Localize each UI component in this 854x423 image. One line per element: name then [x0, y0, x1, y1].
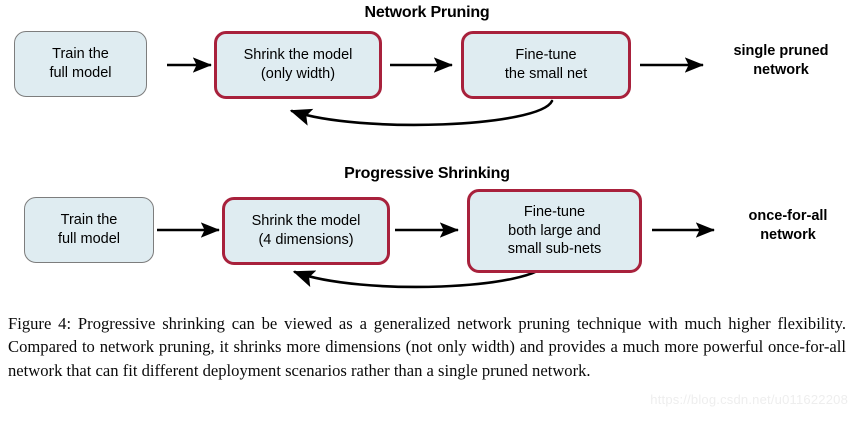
node-row1-train-full-model[interactable]: Train the full model: [14, 31, 147, 97]
figure-diagram: Network Pruning Train the full model Shr…: [14, 4, 829, 289]
node-row1-fine-tune-small-net[interactable]: Fine-tune the small net: [461, 31, 631, 99]
node-row2-shrink-the-model[interactable]: Shrink the model (4 dimensions): [222, 197, 390, 265]
curved-feedback-arrow-row1: [289, 99, 554, 127]
figure-caption: Figure 4: Progressive shrinking can be v…: [8, 314, 846, 380]
node-row1-shrink-the-model[interactable]: Shrink the model (only width): [214, 31, 382, 99]
output-label-once-for-all-network: once-for-all network: [748, 208, 828, 244]
watermark-url: https://blog.csdn.net/u011622208: [650, 392, 848, 407]
row-title-progressive-shrinking: Progressive Shrinking: [344, 165, 510, 182]
row-title-network-pruning: Network Pruning: [364, 4, 490, 21]
node-row2-fine-tune-sub-nets[interactable]: Fine-tune both large and small sub-nets: [467, 189, 642, 273]
output-label-single-pruned-network: single pruned network: [733, 43, 829, 79]
node-row2-train-full-model[interactable]: Train the full model: [24, 197, 154, 263]
